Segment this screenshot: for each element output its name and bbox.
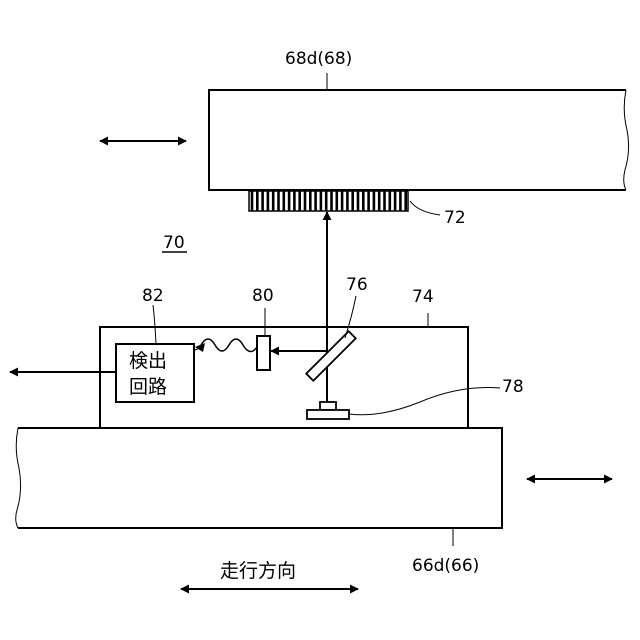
upper-member [209, 90, 629, 190]
travel-direction-label: 走行方向 [220, 560, 296, 582]
scale-leader [410, 201, 440, 215]
receiver [257, 336, 270, 370]
signal-wave [201, 339, 257, 352]
detector-leader [153, 305, 156, 344]
detector-label: 82 [142, 286, 164, 306]
light-source-base [307, 410, 349, 419]
head-label: 74 [412, 287, 434, 307]
light-source-label: 78 [502, 377, 524, 397]
detection-circuit-line2: 回路 [129, 376, 167, 398]
scale-grating [249, 191, 408, 211]
mirror-label: 76 [346, 275, 368, 295]
half-mirror [306, 331, 355, 380]
assembly-label: 70 [163, 233, 185, 253]
mirror-leader [345, 296, 356, 338]
light-source-leader [349, 388, 500, 415]
scale-label: 72 [444, 208, 466, 228]
light-source-top [320, 402, 336, 410]
upper-member-label: 68d(68) [285, 49, 352, 69]
detection-circuit-line1: 検出 [129, 350, 167, 372]
lower-member [16, 428, 502, 528]
receiver-label: 80 [252, 286, 274, 306]
signal-arrow-head [195, 343, 205, 352]
lower-member-label: 66d(66) [412, 556, 479, 576]
